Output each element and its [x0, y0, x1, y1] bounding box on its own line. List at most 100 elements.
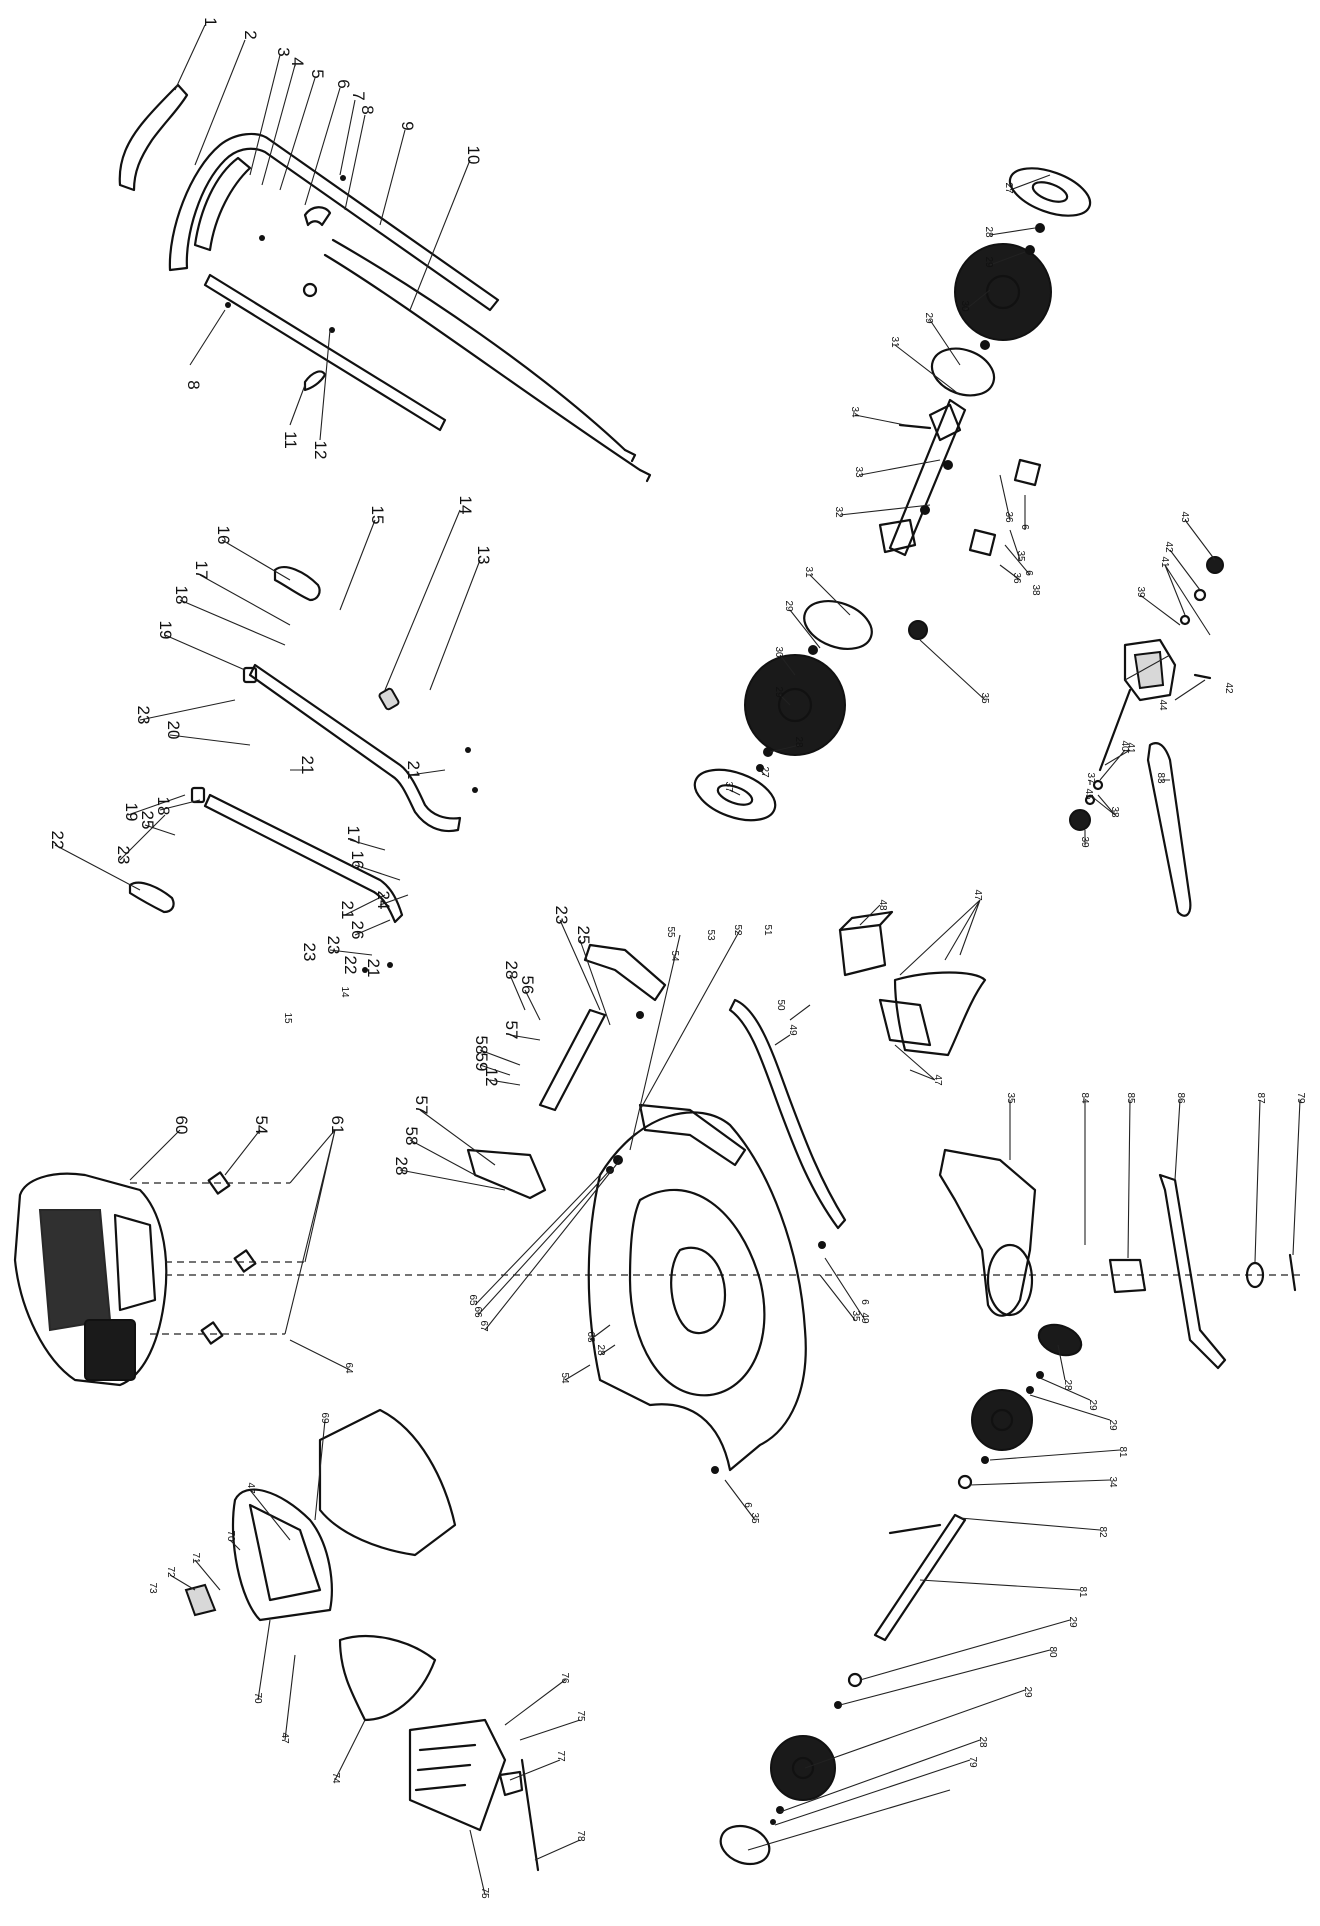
callout-label-small-29: 29 [1087, 1399, 1098, 1411]
rear-axle-bracket-56 [538, 1008, 607, 1112]
callout-label-19: 19 [122, 803, 141, 822]
callout-label-59: 59 [472, 1053, 491, 1072]
rear-guard-flap [878, 998, 932, 1047]
callout-label-28: 28 [502, 961, 521, 980]
blade-guard-ring [986, 1243, 1034, 1317]
hubcap-27a [1008, 167, 1092, 217]
callout-label-14: 14 [456, 496, 475, 515]
bearing-29a [1025, 245, 1035, 255]
middle-bar-upper [248, 663, 462, 833]
wheel-30b [744, 654, 846, 756]
bolt-8b [225, 302, 231, 308]
callout-label-small-85: 85 [1125, 1092, 1136, 1104]
front-wheel-assembly [719, 1323, 1083, 1866]
rear-drive-assembly [693, 167, 1092, 822]
callout-label-small-29: 29 [1067, 1616, 1078, 1628]
lower-handle-bar [203, 273, 447, 432]
bearing-29e [1026, 1386, 1034, 1394]
callout-label-small-28: 28 [595, 1344, 606, 1356]
callout-label-small-82: 82 [1097, 1526, 1108, 1538]
axle-bracket [928, 403, 962, 442]
bag-handle-72 [184, 1583, 217, 1617]
callout-label-small-66: 66 [472, 1306, 483, 1318]
handle-assembly [118, 83, 652, 483]
callout-label-17: 17 [344, 826, 363, 845]
callout-label-small-41: 41 [1159, 556, 1170, 568]
bolt-6a [711, 1466, 719, 1474]
callout-label-8: 8 [358, 105, 377, 114]
hubcap-79b [719, 1824, 771, 1866]
gear-38b [1069, 809, 1091, 831]
callout-label-small-6: 6 [1019, 524, 1030, 530]
callout-label-small-77: 77 [555, 1750, 566, 1762]
callout-label-small-29: 29 [983, 256, 994, 268]
wheel-30a [954, 243, 1052, 341]
gasket-62c [200, 1321, 224, 1345]
callout-label-small-30: 30 [773, 646, 784, 658]
callout-label-26: 26 [348, 921, 367, 940]
callout-label-13: 13 [474, 546, 493, 565]
callout-label-small-79: 79 [967, 1756, 978, 1768]
callout-label-23: 23 [552, 906, 571, 925]
handle-clip-11 [303, 370, 327, 392]
callout-label-21: 21 [404, 761, 423, 780]
callout-label-small-76: 76 [559, 1672, 570, 1684]
callout-label-small-70: 70 [225, 1530, 236, 1542]
callout-label-small-39: 39 [1079, 836, 1090, 848]
gear-bracket [878, 518, 917, 554]
gearbox-detail [1133, 650, 1165, 690]
callout-label-7: 7 [349, 91, 368, 100]
bolt-25b [387, 962, 393, 968]
callout-label-small-31: 31 [889, 336, 900, 348]
callout-label-10: 10 [464, 146, 483, 165]
callout-label-small-51: 51 [762, 924, 773, 936]
callout-label-small-47: 47 [932, 1074, 943, 1086]
washer-40 [1092, 779, 1104, 791]
callout-label-small-28: 28 [983, 226, 994, 238]
cutting-blade-85 [1158, 1173, 1227, 1370]
bolt-6 [259, 235, 265, 241]
bolt-21a [465, 747, 471, 753]
bolt-12 [329, 327, 335, 333]
callout-label-small-14: 14 [339, 986, 350, 998]
callout-label-small-64: 64 [343, 1362, 354, 1374]
wheel-cover-31a [930, 347, 996, 397]
gear-shaft-42 [1098, 688, 1132, 772]
wheel-cover-31b [803, 600, 873, 650]
callout-label-small-81: 81 [1077, 1586, 1088, 1598]
callout-label-small-33: 33 [853, 466, 864, 478]
deck-outline [587, 1111, 807, 1472]
callout-label-small-35: 35 [850, 1310, 861, 1322]
callout-label-small-29: 29 [783, 600, 794, 612]
key-35b [968, 528, 997, 557]
pinion-37 [908, 620, 928, 640]
callout-label-small-49: 49 [787, 1024, 798, 1036]
callout-label-2: 2 [241, 30, 260, 39]
callout-label-small-87: 87 [1255, 1092, 1266, 1104]
callout-label-small-36: 36 [1003, 511, 1014, 523]
deck-chute-guide-50 [728, 998, 847, 1230]
blade-adapter-84 [1108, 1258, 1147, 1294]
drive-belt-45 [1146, 742, 1192, 917]
deck-rear-step [638, 1103, 747, 1167]
wheel-80a-hub [990, 1408, 1014, 1432]
callout-label-12: 12 [311, 441, 330, 460]
upper-handle-inner [193, 156, 252, 252]
engine [13, 1171, 1300, 1387]
bag-frame-inner [248, 1503, 322, 1602]
callout-label-6: 6 [334, 79, 353, 88]
mower-deck [587, 998, 847, 1474]
rubber-knob-13 [378, 687, 400, 711]
bolt-8a [340, 175, 346, 181]
bolt-25a [472, 787, 478, 793]
callout-label-small-27: 27 [759, 766, 770, 778]
cable-hook-1 [623, 448, 637, 463]
callout-label-25: 25 [574, 926, 593, 945]
callout-label-small-35: 35 [1015, 550, 1026, 562]
hubcap-79a [1037, 1323, 1083, 1357]
callout-label-small-86: 86 [1175, 1092, 1186, 1104]
callout-label-23: 23 [114, 846, 133, 865]
bushing-81b [847, 1672, 863, 1688]
callout-label-16: 16 [214, 526, 233, 545]
